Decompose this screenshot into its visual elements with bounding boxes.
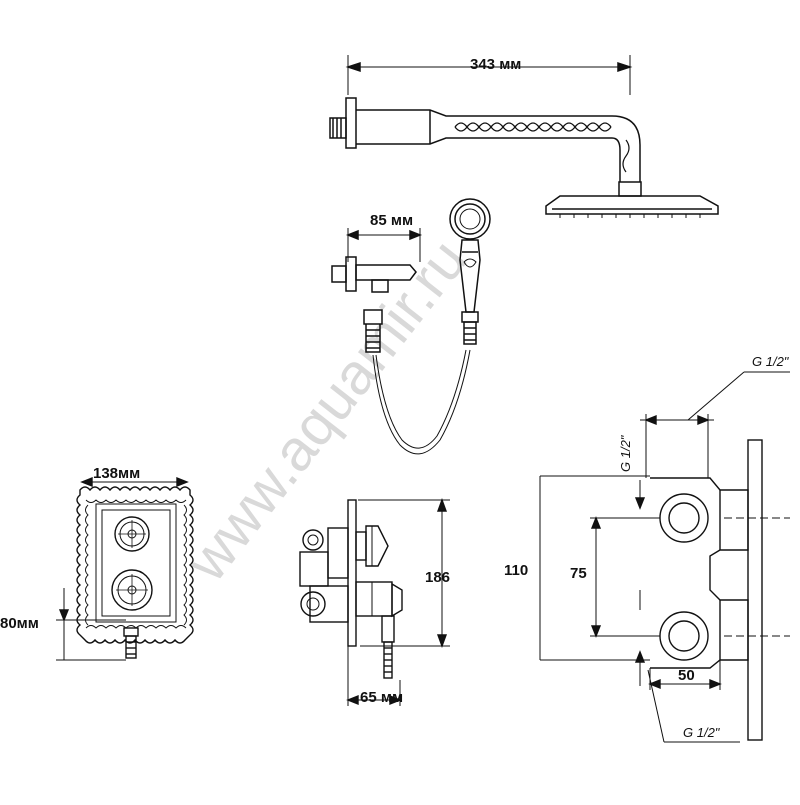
- dim-shower-arm-length: 343 мм: [470, 56, 521, 73]
- dim-mixer-depth: 65 мм: [360, 689, 403, 706]
- watermark-text: www.aquamir.ru: [173, 228, 479, 594]
- dim-plate-offset: 80мм: [0, 615, 39, 632]
- dim-hose-holder-length: 85 мм: [370, 212, 413, 229]
- plate-front-view: [56, 476, 194, 661]
- shower-arm-assembly: [329, 55, 719, 218]
- label-thread-side: G 1/2": [618, 434, 633, 472]
- label-thread-top: G 1/2": [752, 354, 790, 369]
- label-thread-side-group: G 1/2": [618, 434, 633, 472]
- watermark: www.aquamir.ru: [173, 228, 479, 594]
- dim-outlet-spacing: 75: [570, 565, 587, 582]
- hand-shower-assembly: [331, 198, 491, 455]
- dim-body-height: 110: [504, 562, 528, 579]
- dim-mixer-height: 186: [425, 569, 450, 586]
- dim-body-depth: 50: [678, 667, 695, 684]
- valve-body-detail: [539, 371, 790, 743]
- label-thread-bottom: G 1/2": [683, 725, 721, 740]
- mixer-side-view: [299, 497, 450, 706]
- dim-plate-width: 138мм: [93, 465, 140, 482]
